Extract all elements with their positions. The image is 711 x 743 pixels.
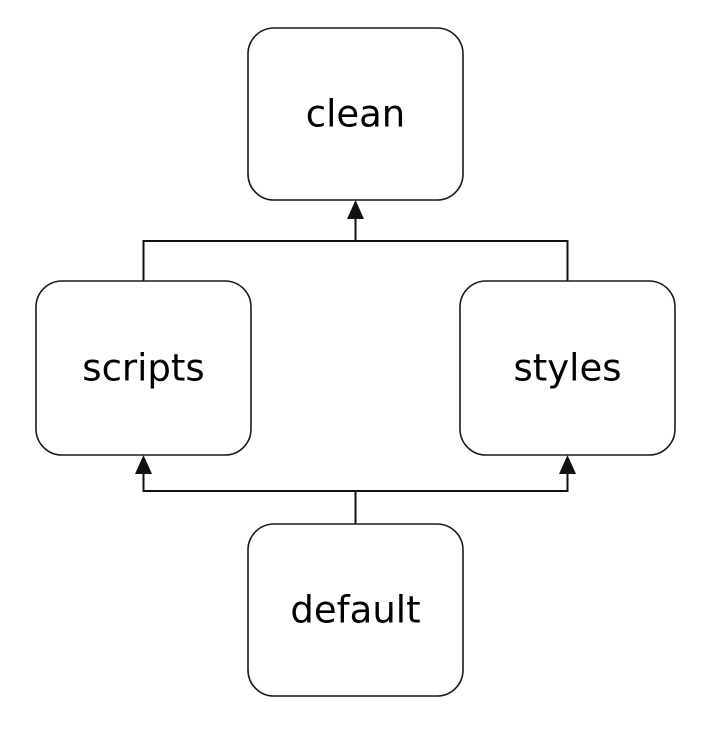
edge-layer [135,200,576,524]
node-layer: clean scripts styles default [35,27,676,697]
node-default[interactable]: default [247,523,464,697]
node-clean-label: clean [306,93,406,136]
node-styles-label: styles [513,347,621,390]
node-scripts-box[interactable] [35,280,252,456]
node-scripts-label: scripts [82,347,204,390]
arrowhead-into-styles [559,455,576,474]
node-default-box[interactable] [247,523,464,697]
edge-line [142,208,357,281]
edge-styles-to-clean [354,208,569,281]
node-clean[interactable]: clean [247,27,464,201]
edge-line [142,463,357,524]
edge-default-to-scripts [142,463,357,524]
edge-default-to-styles [354,463,569,524]
edge-scripts-to-clean [142,208,357,281]
node-default-label: default [290,589,420,632]
node-clean-box[interactable] [247,27,464,201]
arrowhead-into-clean [347,200,364,219]
arrowhead-into-scripts [135,455,152,474]
edge-line [354,208,569,281]
edge-line [354,463,569,524]
node-scripts[interactable]: scripts [35,280,252,456]
node-styles[interactable]: styles [459,280,676,456]
node-styles-box[interactable] [459,280,676,456]
